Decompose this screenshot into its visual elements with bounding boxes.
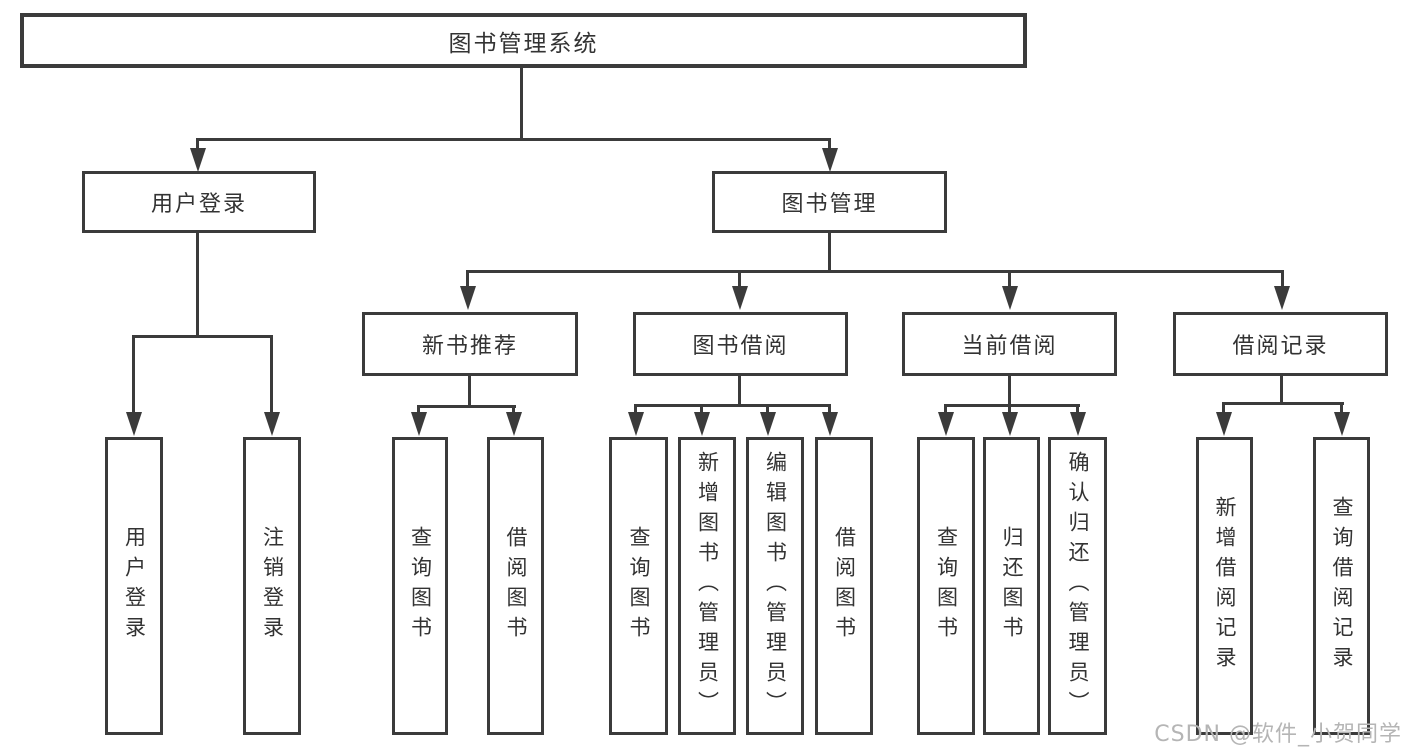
leaf-label: 借阅图书 bbox=[504, 526, 528, 646]
connector-line bbox=[700, 406, 703, 414]
arrowhead-down-icon bbox=[1216, 412, 1232, 436]
connector-line bbox=[1222, 404, 1225, 414]
arrowhead-down-icon bbox=[732, 286, 748, 310]
arrowhead-down-icon bbox=[694, 412, 710, 436]
arrowhead-down-icon bbox=[1070, 412, 1086, 436]
connector-line bbox=[828, 140, 831, 152]
leaf-label: 查询图书 bbox=[934, 526, 959, 646]
connector-line bbox=[944, 404, 1080, 407]
leaf-query-borrow-record: 查询借阅记录 bbox=[1313, 437, 1370, 735]
connector-line bbox=[1340, 404, 1343, 414]
connector-line bbox=[828, 406, 831, 414]
connector-line bbox=[512, 407, 515, 415]
connector-line bbox=[1281, 272, 1284, 288]
connector-line bbox=[944, 406, 947, 414]
leaf-label: 新增图书（管理员） bbox=[695, 451, 720, 721]
connector-line bbox=[417, 407, 420, 415]
arrowhead-down-icon bbox=[1002, 412, 1018, 436]
connector-line bbox=[1280, 376, 1283, 404]
connector-line bbox=[1008, 376, 1011, 406]
node-label: 新书推荐 bbox=[421, 334, 518, 359]
leaf-label: 编辑图书（管理员） bbox=[763, 451, 788, 721]
arrowhead-down-icon bbox=[126, 412, 142, 436]
leaf-confirm-return-admin: 确认归还（管理员） bbox=[1048, 437, 1107, 735]
connector-line bbox=[196, 140, 199, 152]
arrowhead-down-icon bbox=[190, 148, 206, 172]
connector-line bbox=[828, 233, 831, 273]
leaf-edit-books-admin: 编辑图书（管理员） bbox=[746, 437, 804, 735]
connector-line bbox=[417, 405, 516, 408]
connector-line bbox=[466, 270, 1284, 273]
leaf-label: 查询借阅记录 bbox=[1330, 496, 1354, 676]
arrowhead-down-icon bbox=[506, 412, 522, 436]
arrowhead-down-icon bbox=[628, 412, 644, 436]
node-user-login: 用户登录 bbox=[82, 171, 316, 233]
node-borrow-records: 借阅记录 bbox=[1173, 312, 1388, 376]
leaf-logout: 注销登录 bbox=[243, 437, 301, 735]
arrowhead-down-icon bbox=[822, 148, 838, 172]
node-label: 借阅记录 bbox=[1232, 334, 1329, 359]
leaf-label: 注销登录 bbox=[260, 526, 285, 646]
leaf-user-login: 用户登录 bbox=[105, 437, 163, 735]
connector-line bbox=[466, 272, 469, 288]
arrowhead-down-icon bbox=[822, 412, 838, 436]
connector-line bbox=[1008, 406, 1011, 414]
connector-line bbox=[468, 376, 471, 407]
arrowhead-down-icon bbox=[760, 412, 776, 436]
connector-line bbox=[766, 406, 769, 414]
connector-line bbox=[738, 272, 741, 288]
node-new-book-recommend: 新书推荐 bbox=[362, 312, 578, 376]
csdn-watermark: CSDN @软件_小贺同学 bbox=[1154, 722, 1402, 747]
arrowhead-down-icon bbox=[1274, 286, 1290, 310]
leaf-label: 新增借阅记录 bbox=[1213, 496, 1237, 676]
leaf-query-books: 查询图书 bbox=[917, 437, 975, 735]
leaf-borrow-books: 借阅图书 bbox=[487, 437, 544, 735]
leaf-label: 用户登录 bbox=[122, 526, 147, 646]
leaf-label: 归还图书 bbox=[1000, 526, 1024, 646]
connector-line bbox=[738, 376, 741, 406]
node-book-management: 图书管理 bbox=[712, 171, 947, 233]
connector-line bbox=[270, 337, 273, 414]
node-label: 当前借阅 bbox=[961, 334, 1058, 359]
node-root-system: 图书管理系统 bbox=[20, 13, 1027, 68]
node-label: 图书管理系统 bbox=[448, 30, 599, 57]
leaf-label: 查询图书 bbox=[408, 526, 433, 646]
arrowhead-down-icon bbox=[1334, 412, 1350, 436]
leaf-query-books: 查询图书 bbox=[609, 437, 668, 735]
leaf-label: 借阅图书 bbox=[832, 526, 857, 646]
leaf-borrow-books: 借阅图书 bbox=[815, 437, 873, 735]
connector-line bbox=[132, 337, 135, 414]
leaf-add-borrow-record: 新增借阅记录 bbox=[1196, 437, 1253, 735]
node-label: 用户登录 bbox=[150, 192, 247, 217]
connector-line bbox=[520, 68, 523, 140]
arrowhead-down-icon bbox=[411, 412, 427, 436]
leaf-label: 确认归还（管理员） bbox=[1066, 451, 1090, 721]
connector-line bbox=[132, 335, 273, 338]
arrowhead-down-icon bbox=[938, 412, 954, 436]
arrowhead-down-icon bbox=[264, 412, 280, 436]
connector-line bbox=[1076, 406, 1079, 414]
node-label: 图书借阅 bbox=[692, 334, 789, 359]
connector-line bbox=[634, 404, 831, 407]
connector-line bbox=[1008, 272, 1011, 288]
connector-line bbox=[196, 233, 199, 337]
connector-line bbox=[1222, 402, 1344, 405]
leaf-query-books: 查询图书 bbox=[392, 437, 448, 735]
arrowhead-down-icon bbox=[1002, 286, 1018, 310]
node-book-borrowing: 图书借阅 bbox=[633, 312, 848, 376]
leaf-return-books: 归还图书 bbox=[983, 437, 1040, 735]
arrowhead-down-icon bbox=[460, 286, 476, 310]
node-current-borrowing: 当前借阅 bbox=[902, 312, 1117, 376]
connector-line bbox=[196, 138, 831, 141]
node-label: 图书管理 bbox=[781, 192, 878, 217]
connector-line bbox=[634, 406, 637, 414]
leaf-add-books-admin: 新增图书（管理员） bbox=[678, 437, 736, 735]
leaf-label: 查询图书 bbox=[627, 526, 651, 646]
